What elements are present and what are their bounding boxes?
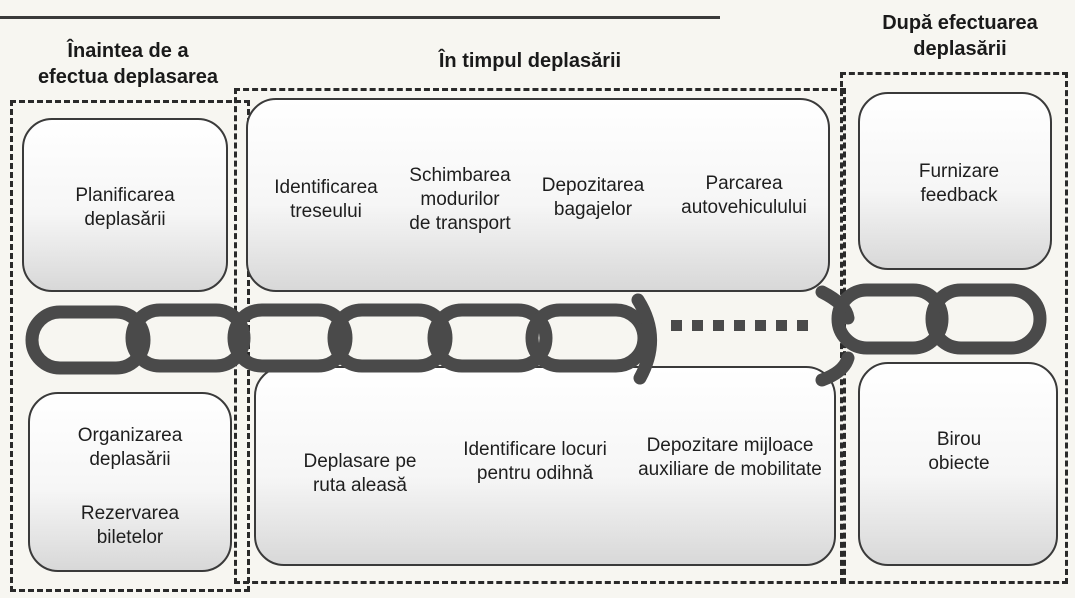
card-after-bottom bbox=[858, 362, 1058, 566]
chain-link-5 bbox=[427, 303, 553, 373]
label-furnizare-line-1: Furnizare bbox=[918, 161, 1000, 182]
label-rezervarea: Rezervarea biletelor bbox=[40, 502, 220, 550]
label-deplasare-pe-ruta: Deplasare pe ruta aleasă bbox=[280, 450, 440, 498]
top-border-line bbox=[0, 0, 720, 19]
label-depozitarea-line-2: bagajelor bbox=[553, 199, 633, 220]
label-parcarea-line-2: autovehiculului bbox=[681, 197, 807, 218]
label-identificare-locuri: Identificare locuri pentru odihnă bbox=[440, 438, 630, 486]
heading-before-line-1: Înaintea de a bbox=[67, 40, 189, 62]
chain-link-8 bbox=[925, 283, 1047, 355]
label-identificare-locuri-line-1: Identificare locuri bbox=[463, 439, 607, 460]
label-depozitarea-line-1: Depozitarea bbox=[541, 175, 645, 196]
heading-before: Înaintea de a efectua deplasarea bbox=[18, 38, 238, 90]
heading-during-line-1: În timpul deplasării bbox=[438, 50, 622, 72]
chain-link-4 bbox=[327, 303, 453, 373]
label-identificarea-line-1: Identificarea bbox=[274, 177, 378, 198]
heading-after: După efectuarea deplasării bbox=[860, 10, 1060, 62]
label-rezervarea-line-1: Rezervarea bbox=[80, 503, 180, 524]
chain-broken-link-left bbox=[631, 293, 657, 385]
heading-after-line-2: deplasării bbox=[913, 38, 1007, 60]
chain-link-2 bbox=[125, 303, 251, 373]
label-furnizare-feedback: Furnizare feedback bbox=[874, 160, 1044, 208]
label-identificarea-traseului: Identificarea treseului bbox=[258, 176, 394, 224]
label-parcarea-line-1: Parcarea bbox=[705, 173, 783, 194]
label-planificarea-line-1: Planificarea bbox=[75, 185, 175, 206]
label-deplasare-line-1: Deplasare pe bbox=[303, 451, 417, 472]
label-schimbarea-line-2: modurilor bbox=[420, 189, 500, 210]
label-depozitare-mijloace-line-1: Depozitare mijloace bbox=[646, 435, 814, 456]
label-birou-obiecte: Birou obiecte bbox=[874, 428, 1044, 476]
label-identificare-locuri-line-2: pentru odihnă bbox=[476, 463, 594, 484]
label-depozitare-mijloace: Depozitare mijloace auxiliare de mobilit… bbox=[620, 434, 840, 482]
label-organizarea-line-1: Organizarea bbox=[77, 425, 183, 446]
label-schimbarea-line-3: de transport bbox=[409, 213, 511, 234]
label-deplasare-line-2: ruta aleasă bbox=[312, 475, 407, 496]
heading-after-line-1: După efectuarea bbox=[882, 12, 1038, 34]
label-depozitarea-bagajelor: Depozitarea bagajelor bbox=[528, 174, 658, 222]
label-organizarea-line-2: deplasării bbox=[89, 449, 171, 470]
label-identificarea-line-2: treseului bbox=[290, 201, 362, 222]
chain-link-1 bbox=[25, 305, 151, 375]
chain-ellipsis-dots bbox=[671, 320, 808, 331]
heading-during: În timpul deplasării bbox=[380, 48, 680, 74]
card-before-bottom bbox=[28, 392, 232, 572]
card-before-top bbox=[22, 118, 228, 292]
label-depozitare-mijloace-line-2: auxiliare de mobilitate bbox=[638, 459, 822, 480]
label-organizarea: Organizarea deplasării bbox=[40, 424, 220, 472]
label-parcarea-autovehiculului: Parcarea autovehiculului bbox=[664, 172, 824, 220]
label-rezervarea-line-2: biletelor bbox=[96, 527, 164, 548]
label-furnizare-line-2: feedback bbox=[920, 185, 998, 206]
chain-link-7 bbox=[831, 283, 949, 355]
heading-before-line-2: efectua deplasarea bbox=[37, 66, 219, 88]
label-schimbarea-modurilor: Schimbarea modurilor de transport bbox=[396, 164, 524, 236]
label-birou-line-1: Birou bbox=[936, 429, 982, 450]
label-schimbarea-line-1: Schimbarea bbox=[409, 165, 511, 186]
card-after-top bbox=[858, 92, 1052, 270]
label-birou-line-2: obiecte bbox=[928, 453, 990, 474]
chain-link-3 bbox=[227, 303, 353, 373]
label-planificarea-line-2: deplasării bbox=[84, 209, 166, 230]
card-during-top bbox=[246, 98, 830, 292]
label-planificarea: Planificarea deplasării bbox=[40, 184, 210, 232]
